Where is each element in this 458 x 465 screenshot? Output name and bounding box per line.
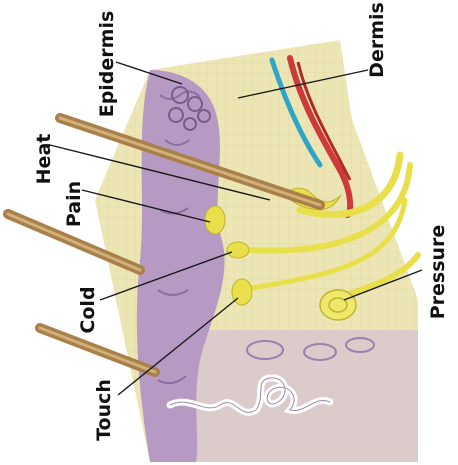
label-pressure: Pressure [427, 225, 449, 320]
label-dermis: Dermis [366, 2, 388, 78]
label-pain: Pain [63, 181, 85, 227]
label-touch: Touch [93, 379, 115, 441]
label-heat: Heat [33, 134, 55, 185]
pain-receptor [205, 206, 225, 234]
cold-receptor [227, 242, 249, 258]
label-cold: Cold [77, 286, 99, 333]
pressure-receptor [320, 290, 356, 320]
label-epidermis: Epidermis [96, 11, 118, 118]
